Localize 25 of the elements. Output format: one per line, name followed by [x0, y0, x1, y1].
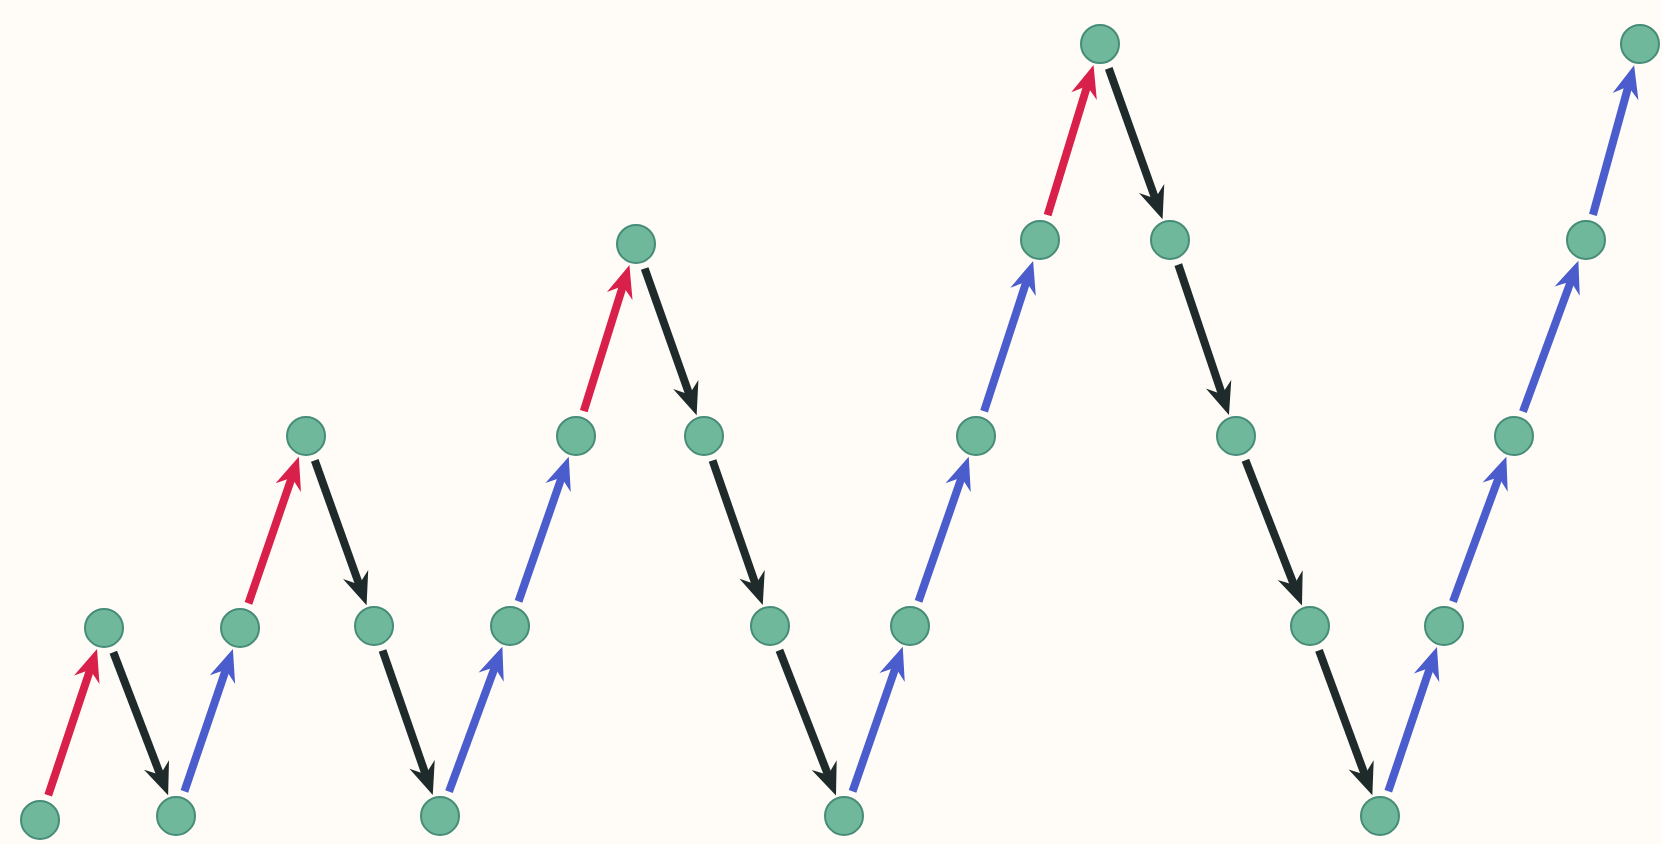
node-circle [824, 795, 864, 836]
node-circle [1494, 416, 1534, 456]
node-circle [354, 605, 394, 646]
node-circle [420, 795, 460, 836]
node-circle [286, 416, 326, 456]
node-circle [956, 416, 996, 456]
node-circle [1424, 605, 1464, 646]
node-circle [1620, 24, 1660, 64]
node-circle [20, 799, 60, 840]
node-circle [490, 605, 530, 646]
node-circle [1080, 24, 1120, 64]
node-circle [616, 224, 656, 264]
node-circle [750, 605, 790, 646]
node-circle [1360, 795, 1400, 836]
node-circle [84, 608, 124, 648]
node-circle [890, 605, 930, 646]
node-circle [1150, 220, 1190, 260]
node-circle [1020, 220, 1060, 260]
node-circle [1566, 220, 1606, 260]
node-circle [220, 608, 260, 648]
node-circle [556, 416, 596, 456]
node-circle [156, 795, 196, 836]
node-circle [684, 416, 724, 456]
node-circle [1290, 605, 1330, 646]
node-circle [1216, 416, 1256, 456]
